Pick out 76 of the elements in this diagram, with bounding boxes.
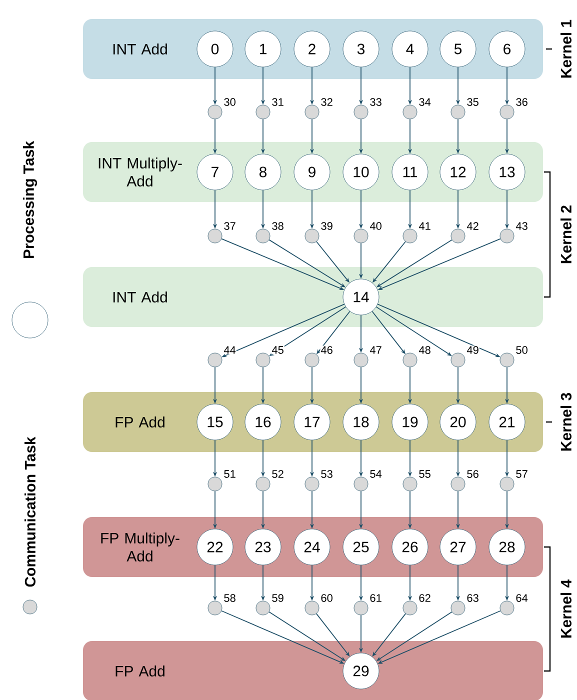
task-number: 54	[369, 470, 382, 478]
task-number: 37	[223, 222, 236, 230]
task-number: 34	[418, 98, 432, 106]
communication-task-circle	[256, 228, 270, 244]
communication-task-circle	[354, 352, 368, 368]
communication-task-circle	[500, 228, 514, 244]
task-number: 61	[369, 594, 382, 602]
communication-task-circle	[304, 600, 320, 616]
communication-task-circle	[208, 228, 222, 244]
communication-task-circle	[304, 104, 320, 120]
task-number: 43	[515, 222, 528, 230]
communication-task-circle	[354, 476, 368, 492]
communication-task-circle	[304, 352, 320, 368]
task-number: 57	[515, 470, 528, 478]
task-number: 63	[466, 594, 480, 602]
communication-task-circle	[402, 600, 418, 616]
communication-task-circle	[450, 352, 466, 368]
communication-task-circle	[450, 104, 466, 120]
communication-task-circle	[354, 104, 368, 120]
kernel-label: Kernel 1	[560, 20, 572, 78]
legend-label: Communication Task	[24, 436, 36, 587]
communication-task-circle	[402, 228, 418, 244]
communication-task-circle	[256, 476, 270, 492]
task-number: 47	[369, 346, 382, 354]
task-number: 39	[320, 222, 334, 230]
task-number: 30	[223, 98, 236, 106]
kernel-label: Kernel 3	[560, 392, 572, 451]
task-number: 32	[320, 98, 334, 106]
task-number: 58	[223, 594, 236, 602]
task-number: 45	[271, 346, 284, 354]
communication-task-circle	[500, 476, 514, 492]
communication-task-circle	[304, 476, 320, 492]
task-number: 48	[418, 346, 432, 354]
task-number: 52	[271, 470, 284, 478]
communication-task-circle	[500, 352, 514, 368]
task-number: 42	[466, 222, 480, 230]
task-number: 62	[418, 594, 432, 602]
task-number: 40	[369, 222, 382, 230]
task-number: 53	[320, 470, 334, 478]
task-number: 38	[271, 222, 284, 230]
communication-task-circle	[256, 600, 270, 616]
task-number: 50	[515, 346, 528, 354]
communication-task-circle	[402, 104, 418, 120]
communication-task-circle	[402, 352, 418, 368]
communication-task-circle	[500, 104, 514, 120]
legend-label: Processing Task	[22, 140, 38, 258]
kernel-label: Kernel 4	[560, 580, 572, 638]
task-number: 36	[515, 98, 528, 106]
communication-task-circle	[500, 600, 514, 616]
communication-task-circle	[208, 104, 222, 120]
task-number: 64	[515, 594, 528, 602]
communication-task-circle	[304, 228, 320, 244]
communication-task-circle	[450, 600, 466, 616]
communication-task-circle	[208, 352, 222, 368]
task-number: 49	[466, 346, 480, 354]
task-number: 46	[320, 346, 334, 354]
task-number: 55	[418, 470, 432, 478]
task-number: 31	[271, 98, 284, 106]
communication-task-circle	[402, 476, 418, 492]
task-number: 60	[320, 594, 334, 602]
communication-task-circle	[450, 476, 466, 492]
kernel-label: Kernel 2	[560, 206, 572, 264]
task-number: 44	[223, 346, 236, 354]
communication-task-circle	[208, 476, 222, 492]
task-number: 56	[466, 470, 480, 478]
communication-task-circle	[354, 228, 368, 244]
task-number: 33	[369, 98, 382, 106]
communication-task-circle	[354, 600, 368, 616]
task-number: 51	[223, 470, 236, 478]
communication-task-circle	[256, 104, 270, 120]
communication-task-circle	[450, 228, 466, 244]
task-number: 41	[418, 222, 432, 230]
communication-task-circle	[256, 352, 270, 368]
communication-task-circle	[208, 600, 222, 616]
task-number: 59	[271, 594, 284, 602]
task-number: 35	[466, 98, 480, 106]
